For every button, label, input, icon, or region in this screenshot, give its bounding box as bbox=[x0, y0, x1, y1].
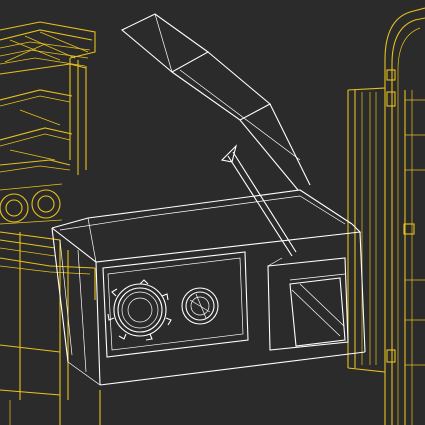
shelf-cabinet bbox=[0, 21, 101, 425]
glove-port-right bbox=[181, 287, 219, 325]
glovebox bbox=[51, 13, 366, 386]
tall-cabinet bbox=[347, 7, 425, 425]
glove-port-left bbox=[107, 279, 172, 341]
